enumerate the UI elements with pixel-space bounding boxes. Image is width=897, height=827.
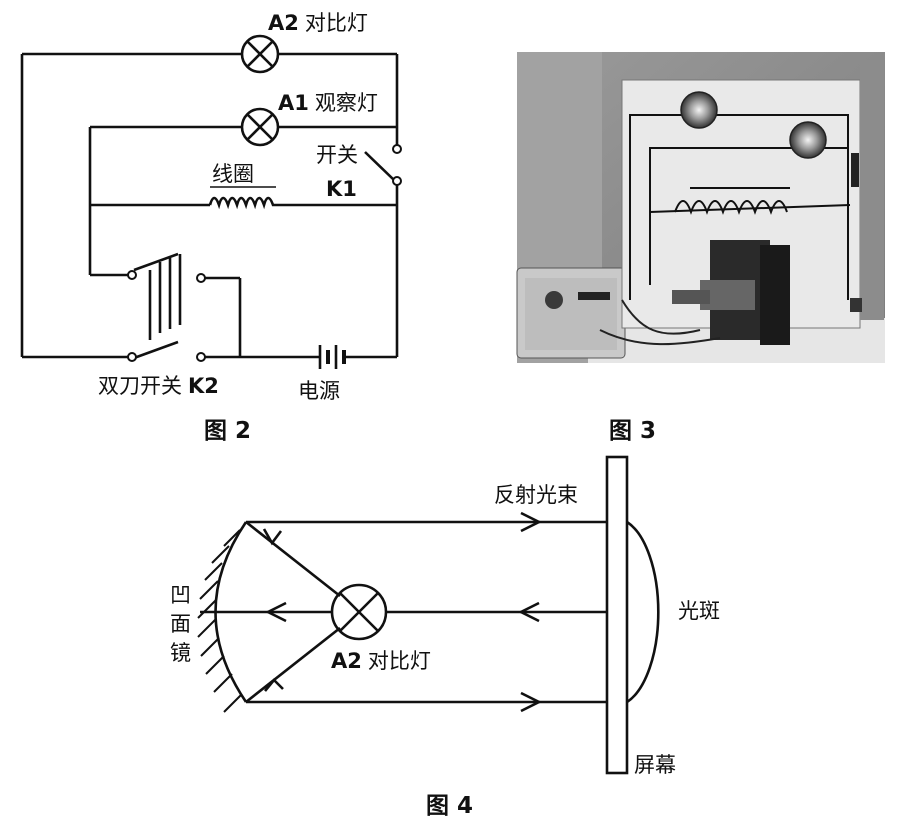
fig2-caption: 图 2: [204, 418, 251, 444]
apparatus-photo: [516, 52, 885, 363]
screen-plate: [605, 455, 629, 775]
lamp-a1-symbol: [240, 107, 280, 147]
lamp-a2-id: A2: [268, 11, 299, 35]
fig3-caption: 图 3: [609, 418, 656, 444]
switch-k1-id: K1: [326, 177, 357, 201]
battery-symbol: [318, 345, 346, 369]
power-label: 电源: [298, 379, 340, 403]
reflected-beam-label: 反射光束: [494, 483, 578, 507]
mirror-label-char-1: 凹: [170, 583, 191, 607]
light-spot-arc: [626, 520, 660, 704]
mirror-label-char-2: 面: [170, 612, 191, 636]
circuit-diagram: [20, 52, 399, 359]
coil-symbol: [208, 196, 276, 210]
switch-k1-name: 开关: [316, 143, 358, 167]
lamp-a2-symbol: [240, 34, 280, 74]
light-spot-label: 光斑: [678, 599, 720, 623]
lamp-a2-optics-symbol: [330, 583, 388, 641]
coil-label: 线圈: [212, 162, 254, 186]
screen-label: 屏幕: [634, 753, 676, 777]
mirror-label-char-3: 镜: [170, 641, 191, 665]
lamp-a2-name: 对比灯: [305, 11, 368, 35]
lamp-a2-optics-id: A2: [331, 649, 362, 673]
switch-k1-symbol: [364, 144, 402, 186]
optics-diagram: [197, 455, 660, 775]
mirror-hatching: [197, 529, 243, 713]
switch-k2-id: K2: [188, 374, 219, 398]
fig4-caption: 图 4: [426, 793, 473, 819]
lamp-a1-name: 观察灯: [315, 91, 378, 115]
switch-k2-symbol: [127, 252, 206, 362]
switch-k2-name: 双刀开关: [98, 374, 182, 398]
lamp-a2-optics-name: 对比灯: [368, 649, 431, 673]
lamp-a1-id: A1: [278, 91, 309, 115]
